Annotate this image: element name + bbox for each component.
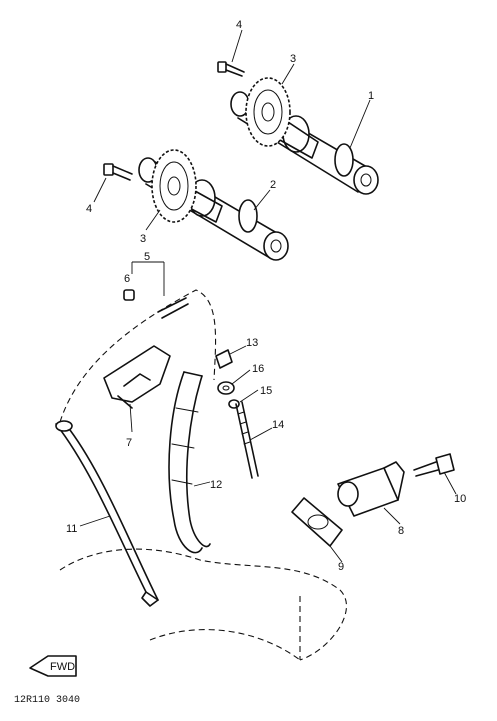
callout-13: 13: [246, 337, 258, 349]
tensioner-rod-14: [235, 401, 259, 479]
callout-1: 1: [368, 90, 374, 102]
chain-guide-7: [103, 345, 171, 409]
front-arrow-icon: FWD: [29, 655, 77, 677]
callout-8: 8: [398, 525, 404, 537]
callout-4-lower: 4: [86, 203, 92, 215]
cam-sprocket-upper: [245, 77, 291, 147]
callout-4-upper: 4: [236, 19, 242, 31]
callout-7: 7: [126, 437, 132, 449]
engine-case-outline: [59, 548, 347, 661]
callout-3-lower: 3: [140, 233, 146, 245]
callout-16: 16: [252, 363, 264, 375]
callout-15: 15: [260, 385, 272, 397]
cam-sprocket-lower: [151, 149, 197, 223]
cam-chain-tensioner-8: [337, 461, 405, 517]
callout-14: 14: [272, 419, 284, 431]
o-ring-15: [228, 399, 240, 409]
callout-11: 11: [66, 523, 77, 535]
callout-2: 2: [270, 179, 276, 191]
sprocket-bolt-upper: [217, 61, 245, 77]
tensioner-guide-12: [168, 371, 211, 554]
figure-code: 12R110 3040: [14, 695, 80, 706]
cam-chain-11: [55, 289, 217, 607]
front-arrow-label: FWD: [50, 661, 75, 673]
bolt-10: [413, 453, 455, 477]
callout-3-upper: 3: [290, 53, 296, 65]
callout-10: 10: [454, 493, 466, 505]
callout-5: 5: [144, 251, 150, 263]
bolt-13: [215, 349, 233, 369]
guide-bracket-5: [123, 261, 189, 319]
gasket-9: [291, 497, 343, 547]
callout-12: 12: [210, 479, 222, 491]
sprocket-bolt-lower: [103, 163, 133, 181]
washer-16: [217, 381, 235, 395]
callout-9: 9: [338, 561, 344, 573]
callout-6: 6: [124, 273, 130, 285]
